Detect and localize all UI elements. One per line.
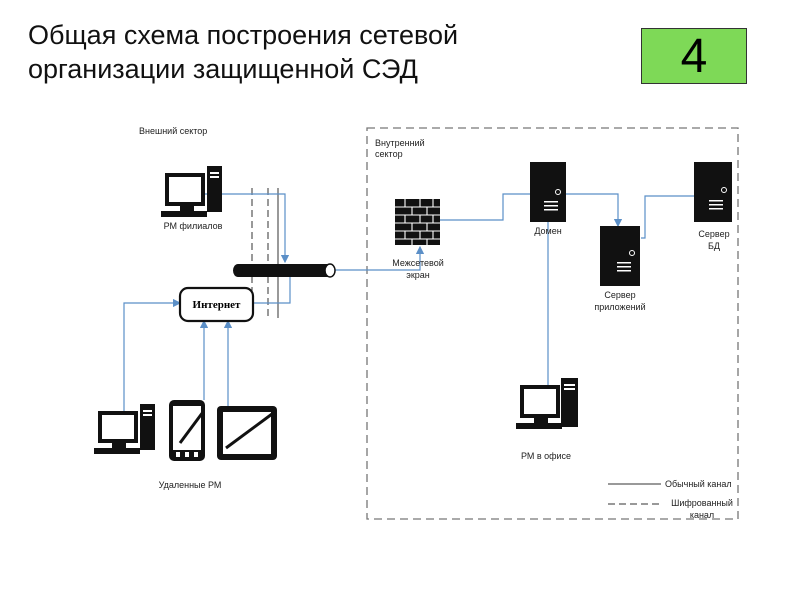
remote-pc-icon [94,404,155,454]
remote-pc-link [123,298,182,412]
app-db-link [641,195,722,239]
smartphone-icon [169,400,205,461]
legend-normal-label: Обычный канал [665,479,732,489]
slide-title-line-2: организации защищенной СЭД [28,54,418,84]
tube-internet-link [253,277,291,304]
app-server-label-2: приложений [594,302,645,312]
db-server-label-1: Сервер [698,229,729,239]
firewall-icon [395,199,440,245]
tablet-icon [217,406,277,460]
external-sector-label: Внешний сектор [139,126,207,136]
firewall-domain-link [438,193,548,221]
app-server-label-1: Сервер [604,290,635,300]
network-channel-tube [233,263,336,278]
slide-title-line-1: Общая схема построения сетевой [28,20,459,50]
legend-encrypted-label-1: Шифрованный [671,498,733,508]
branch-pc-label: РМ филиалов [164,221,223,231]
legend-encrypted-label-2: канал [690,510,714,520]
remote-workstations-label: Удаленные РМ [159,480,222,490]
slide-title: Общая схема построения сетевой организац… [28,18,458,86]
domain-app-link [560,193,623,228]
firewall-label-2: экран [406,270,430,280]
office-pc-icon [516,378,578,429]
internet-label: Интернет [193,299,242,311]
branch-link [193,193,290,264]
db-server-icon [694,162,732,222]
app-server-icon [600,226,640,286]
office-pc-label: РМ в офисе [521,451,571,461]
slide-number-badge: 4 [641,28,747,84]
internal-sector-boundary [366,127,739,520]
firewall-label-1: Межсетевой [392,258,443,268]
tube-firewall-link [330,245,425,271]
domain-server-icon [530,162,566,222]
remote-tablet-link [223,319,243,419]
domain-label: Домен [534,226,561,236]
internal-sector-label-2: сектор [375,149,403,159]
db-server-label-2: БД [708,241,720,251]
internal-sector-label-1: Внутренний [375,138,425,148]
internet-node: Интернет [178,286,255,323]
branch-pc-icon [161,166,222,217]
legend: Обычный канал Шифрованный канал [608,479,733,520]
